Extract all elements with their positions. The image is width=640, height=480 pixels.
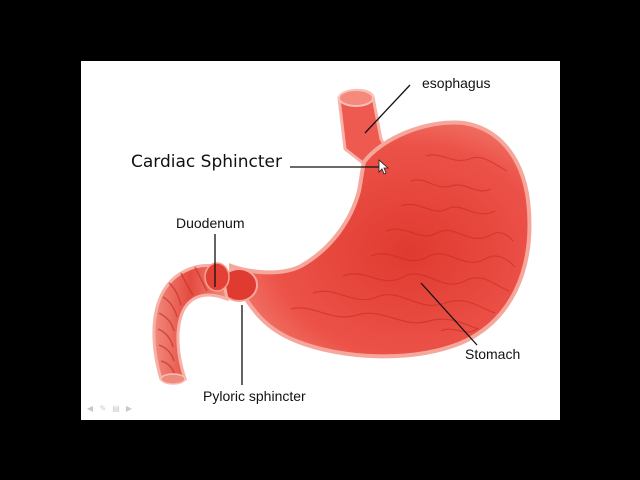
label-stomach: Stomach [465,346,521,362]
leader-line-esophagus [364,84,411,134]
label-cardiac-sphincter: Cardiac Sphincter [131,152,282,172]
cursor-icon [378,159,390,175]
stomach-rugae [290,154,516,333]
label-duodenum: Duodenum [176,215,245,231]
duodenum-opening [160,373,186,385]
slideshow-toolbar: ◀ ✎ ▤ ▶ [86,405,133,413]
label-pyloric-sphincter: Pyloric sphincter [203,388,306,404]
label-esophagus: esophagus [422,75,491,91]
slide: esophagus Cardiac Sphincter Duodenum Sto… [81,61,560,420]
pen-icon[interactable]: ✎ [99,404,107,413]
leader-lines [214,84,478,385]
duodenum-bulb [204,262,230,292]
stomach-body [228,120,532,359]
leader-line-stomach [420,282,478,346]
arrow-left-icon[interactable]: ◀ [86,404,94,413]
esophagus-opening [338,89,374,107]
slide-menu-icon[interactable]: ▤ [112,404,120,413]
stomach-diagram [152,84,532,385]
arrow-right-icon[interactable]: ▶ [125,404,133,413]
